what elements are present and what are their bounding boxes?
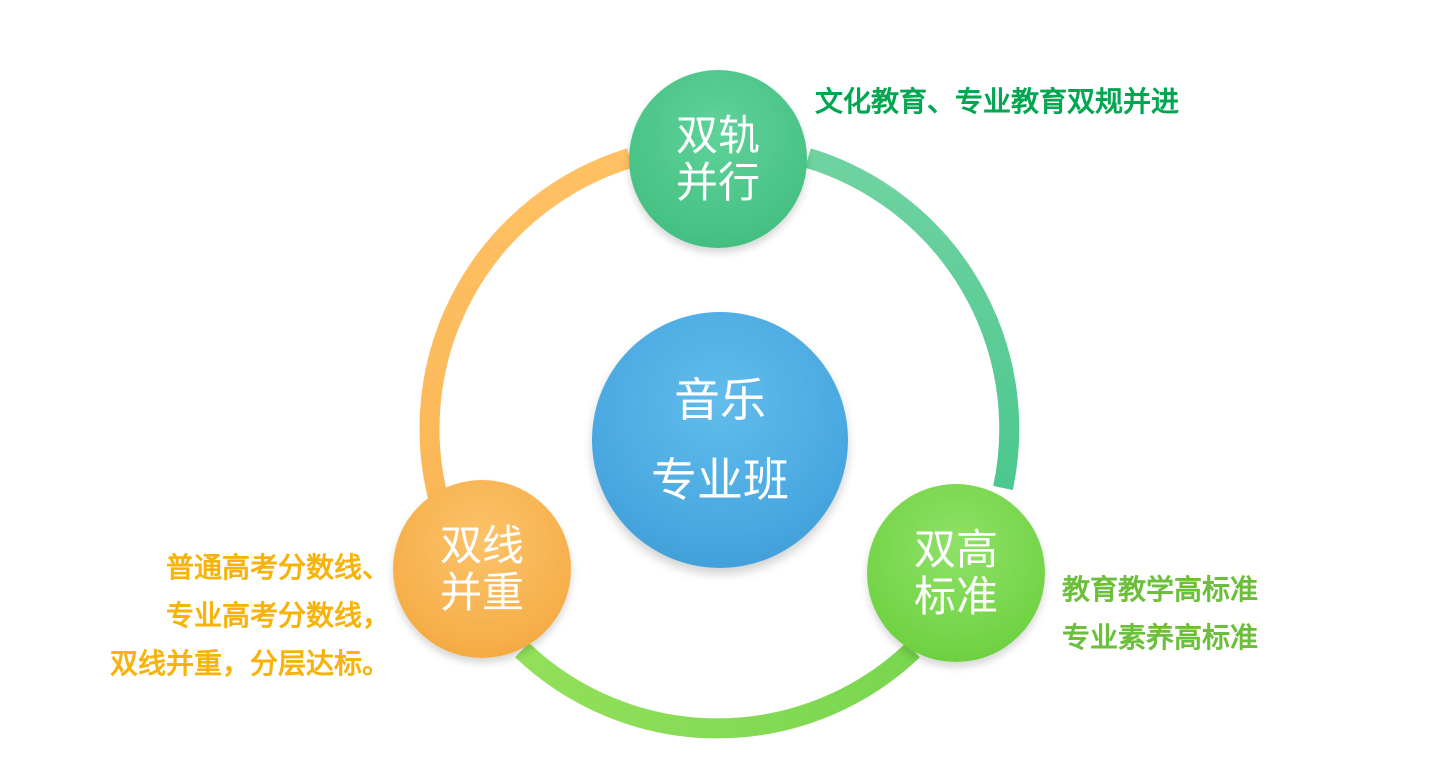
description-right: 教育教学高标准 专业素养高标准 (1062, 566, 1258, 662)
node-left-label-line2: 并重 (439, 568, 524, 617)
ring-arc-top-right (805, 148, 1020, 491)
node-right-circle: 双高 标准 (867, 484, 1045, 662)
node-left-label-line1: 双线 (439, 520, 524, 570)
ring-arc-left (419, 148, 633, 508)
node-top-label-line2: 并行 (675, 158, 760, 207)
description-right-line1: 教育教学高标准 (1062, 573, 1259, 606)
center-label-line1: 音乐 (674, 372, 766, 427)
description-left-line2: 专业高考分数线， (165, 599, 390, 632)
description-top: 文化教育、专业教育双规并进 (815, 80, 1179, 120)
node-right-label-line2: 标准 (913, 572, 998, 621)
description-left-line3: 双线并重，分层达标。 (109, 647, 390, 680)
description-left-line1: 普通高考分数线、 (165, 551, 390, 584)
node-left-circle: 双线 并重 (393, 480, 571, 658)
node-right-label-line1: 双高 (913, 524, 998, 574)
description-top-line1: 文化教育、专业教育双规并进 (815, 85, 1180, 118)
description-right-line2: 专业素养高标准 (1062, 621, 1259, 654)
description-left: 普通高考分数线、 专业高考分数线， 双线并重，分层达标。 (108, 544, 390, 688)
center-label-line2: 专业班 (651, 453, 789, 507)
node-top-circle: 双轨 并行 (629, 70, 807, 248)
center-circle: 音乐 专业班 (592, 312, 848, 568)
node-top-label-line1: 双轨 (675, 110, 760, 160)
ring-arc-bottom (515, 642, 920, 739)
